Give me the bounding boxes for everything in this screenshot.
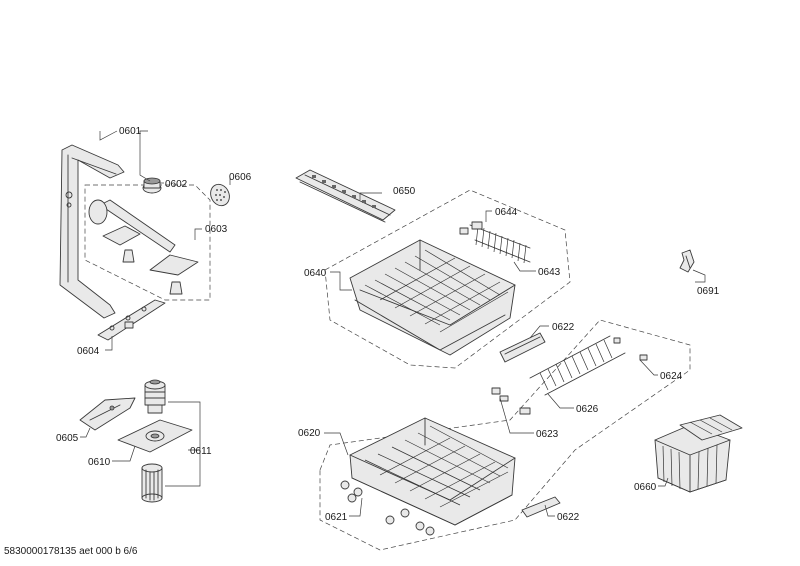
- clip-0644: [459, 221, 483, 235]
- leader-0624: [639, 359, 658, 376]
- label-0603: 0603: [205, 224, 228, 235]
- label-0601: 0601: [119, 126, 142, 137]
- filter-group: [79, 379, 201, 503]
- strip-0622-lower: [521, 496, 561, 518]
- label-0604: 0604: [77, 346, 100, 357]
- leader-0611a: [168, 401, 201, 451]
- label-0623: 0623: [536, 429, 559, 440]
- plate-0610: [117, 419, 193, 453]
- supply-pipe-0601: [59, 144, 125, 319]
- document-id: 5830000178135 aet 000 b 6/6: [4, 546, 138, 557]
- hinge-0623: [491, 387, 531, 415]
- leader-0603: [194, 228, 202, 240]
- label-0650: 0650: [393, 186, 416, 197]
- leader-0644: [485, 210, 492, 222]
- leader-0621: [349, 497, 363, 517]
- leader-0622a: [529, 325, 549, 339]
- basket-0640: [349, 239, 516, 356]
- clip-0691: [679, 249, 706, 283]
- label-0640: 0640: [304, 268, 327, 279]
- label-0624: 0624: [660, 371, 683, 382]
- leader-0660: [658, 477, 669, 487]
- leader-0623: [499, 397, 534, 434]
- label-0606: 0606: [229, 172, 252, 183]
- label-0605: 0605: [56, 433, 79, 444]
- leader-0626: [547, 393, 574, 409]
- label-0622-lower: 0622: [557, 512, 580, 523]
- wheels-0621: [340, 480, 435, 536]
- label-0643: 0643: [538, 267, 561, 278]
- lower-basket-group: [319, 319, 691, 551]
- strip-0622-upper: [499, 332, 546, 363]
- leader-0643: [513, 261, 536, 272]
- label-0626: 0626: [576, 404, 599, 415]
- leader-0620: [324, 432, 349, 456]
- spray-arm-group: [59, 130, 231, 351]
- leader-0604: [105, 336, 113, 351]
- label-0622-upper: 0622: [552, 322, 575, 333]
- leader-0622b: [544, 504, 555, 517]
- cover-0605: [79, 397, 136, 431]
- fine-filter: [141, 463, 163, 503]
- leader-0610: [112, 445, 136, 462]
- leader-0691: [692, 269, 706, 283]
- hub-0602: [142, 177, 162, 194]
- lower-basket-outline: [319, 319, 691, 551]
- leader-0640: [330, 271, 352, 291]
- arm-pipe-0603: [88, 199, 199, 295]
- leader-0601b: [139, 130, 151, 182]
- insert-0643: [469, 224, 531, 264]
- label-0691: 0691: [697, 286, 720, 297]
- upper-basket-outline: [324, 189, 571, 369]
- label-0610: 0610: [88, 457, 111, 468]
- label-0611: 0611: [190, 446, 212, 457]
- cutlery-basket-0660: [654, 414, 743, 493]
- label-0644: 0644: [495, 207, 518, 218]
- leader-0650: [359, 192, 382, 200]
- upper-basket-group: [295, 169, 571, 369]
- label-0660: 0660: [634, 482, 657, 493]
- leader-0611b: [165, 450, 201, 487]
- tray-0650: [295, 169, 396, 223]
- label-0620: 0620: [298, 428, 321, 439]
- leader-0605: [80, 427, 91, 438]
- lower-arm-0604: [97, 299, 166, 341]
- leader-0601: [99, 130, 118, 141]
- label-0602: 0602: [165, 179, 188, 190]
- clip-0624: [613, 337, 648, 361]
- basket-0620: [349, 417, 516, 526]
- tines-0626: [529, 335, 626, 396]
- cap-0606: [210, 183, 230, 207]
- filter-0611: [144, 379, 166, 414]
- label-0621: 0621: [325, 512, 348, 523]
